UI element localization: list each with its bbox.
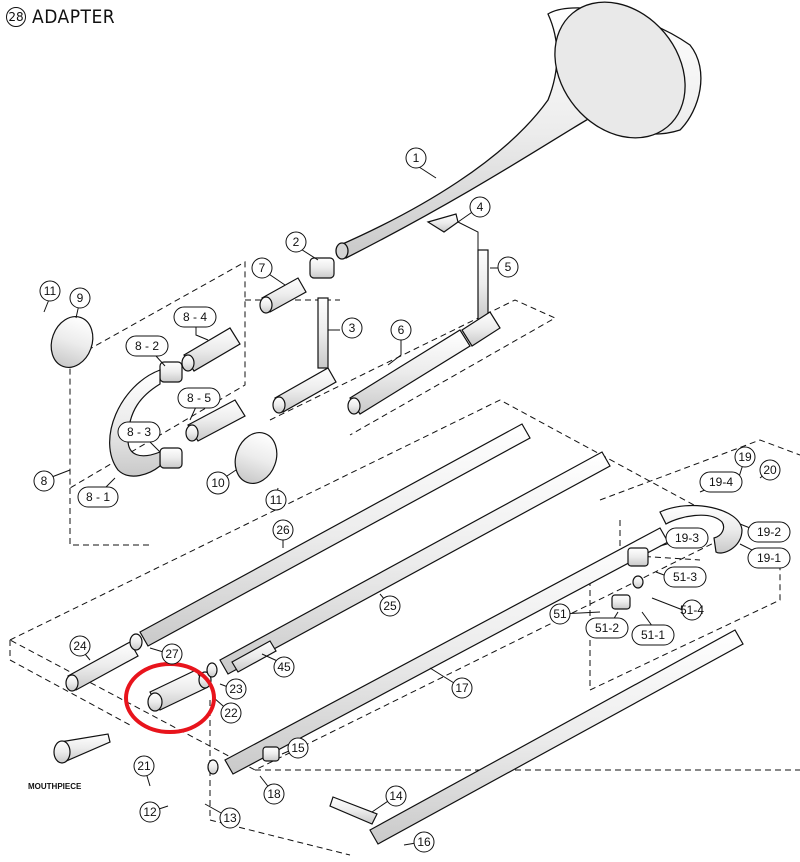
callout-4: 4 [469,196,491,218]
callout-2-label: 2 [293,235,300,249]
callout-18: 18 [263,783,285,805]
callout-13-label: 13 [223,811,237,825]
callout-6: 6 [390,319,412,341]
mouthpiece-label: MOUTHPIECE [28,782,82,791]
callout-51-label: 51 [553,607,567,621]
callout-17: 17 [451,677,473,699]
callout-8-label: 8 [41,474,48,488]
callout-1: 1 [405,147,427,169]
callout-5-label: 5 [505,260,512,274]
callout-24: 24 [69,635,91,657]
callout-26: 26 [272,519,294,541]
callout-11-bottom: 11 [265,489,287,511]
callout-25-label: 25 [383,599,397,613]
callout-19-2-label: 19-2 [757,525,781,539]
callout-7-label: 7 [259,261,266,275]
callout-19-1-label: 19-1 [757,551,781,565]
diagram-header: 28 ADAPTER [6,6,115,28]
callout-51-4-label: 51-4 [680,603,704,617]
callout-19-3: 19-3 [665,527,709,549]
callout-17-label: 17 [455,681,469,695]
callout-51-1: 51-1 [631,624,675,646]
callout-5: 5 [497,256,519,278]
callout-22: 22 [220,702,242,724]
callout-51-4: 51-4 [680,599,704,621]
callout-19-2: 19-2 [747,521,791,543]
callout-15-label: 15 [291,741,305,755]
callout-23: 23 [225,678,247,700]
callout-8-3-label: 8 - 3 [127,425,151,439]
callout-9-label: 9 [77,291,84,305]
callout-11-bottom-label: 11 [270,493,283,507]
callout-51-3-label: 51-3 [673,570,697,584]
callout-13: 13 [219,807,241,829]
callout-3-label: 3 [349,321,356,335]
callout-51-2-label: 51-2 [595,621,619,635]
callout-8-2-label: 8 - 2 [135,339,159,353]
callout-21-label: 21 [137,759,151,773]
callout-16-label: 16 [417,835,431,849]
callout-51-3: 51-3 [663,566,707,588]
callout-51-2: 51-2 [585,617,629,639]
callout-22-label: 22 [224,706,238,720]
callout-8-5-label: 8 - 5 [187,391,211,405]
callout-2: 2 [285,231,307,253]
callout-9: 9 [69,287,91,309]
callout-11-top: 11 [39,280,61,302]
callout-10-label: 10 [211,476,225,490]
callout-45-label: 45 [277,660,291,674]
header-number-badge: 28 [6,7,26,27]
callout-8-2: 8 - 2 [125,335,169,357]
callout-18-label: 18 [267,787,281,801]
callout-23-label: 23 [229,682,243,696]
callout-19: 19 [734,446,756,468]
callout-8-1: 8 - 1 [77,486,119,508]
callout-16: 16 [413,831,435,853]
callout-45: 45 [273,656,295,678]
callout-51-1-label: 51-1 [641,628,665,642]
header-title: ADAPTER [32,6,116,28]
upper-tubes [50,213,501,484]
callout-20: 20 [759,459,781,481]
slide-tubes [53,423,744,845]
callout-12: 12 [139,801,161,823]
callout-11-top-label: 11 [44,284,57,298]
callout-51: 51 [549,603,571,625]
callout-20-label: 20 [763,463,777,477]
callout-8-4: 8 - 4 [173,306,217,328]
callout-7: 7 [251,257,273,279]
callout-27-label: 27 [165,647,179,661]
callout-8-5: 8 - 5 [177,387,221,409]
callout-14-label: 14 [389,789,403,803]
callout-19-4: 19-4 [699,471,743,493]
callout-27: 27 [161,643,183,665]
callout-3: 3 [341,317,363,339]
callout-8-1-label: 8 - 1 [86,490,110,504]
callout-19-4-label: 19-4 [709,475,733,489]
callout-4-label: 4 [477,200,484,214]
callout-19-3-label: 19-3 [675,531,699,545]
callout-8: 8 [33,470,55,492]
callout-21: 21 [133,755,155,777]
callout-1-label: 1 [413,151,420,165]
callout-8-3: 8 - 3 [117,421,161,443]
callout-10: 10 [206,471,230,495]
callout-12-label: 12 [143,805,157,819]
callout-25: 25 [379,595,401,617]
callout-19-label: 19 [738,450,752,464]
callout-26-label: 26 [276,523,290,537]
callout-15: 15 [287,737,309,759]
callout-14: 14 [385,785,407,807]
bell-section [335,1,702,260]
callout-6-label: 6 [398,323,405,337]
callout-24-label: 24 [73,639,87,653]
callout-8-4-label: 8 - 4 [183,310,207,324]
callout-19-1: 19-1 [747,547,791,569]
